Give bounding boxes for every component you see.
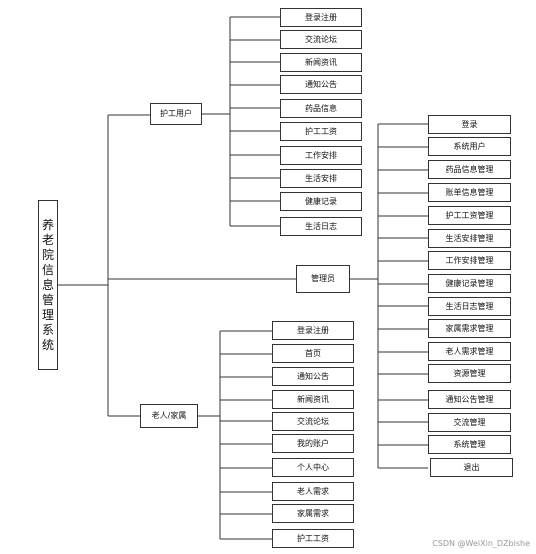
admin-item: 家属需求管理 (428, 319, 511, 338)
admin-item: 药品信息管理 (428, 160, 511, 179)
admin-item: 系统管理 (428, 435, 511, 454)
elder-family-item: 新闻资讯 (272, 390, 354, 409)
elder-family-item: 交流论坛 (272, 412, 354, 431)
elder-family-item: 登录注册 (272, 321, 354, 340)
caregiver-item: 工作安排 (280, 146, 362, 165)
caregiver-item: 生活日志 (280, 217, 362, 236)
caregiver-item: 护工工资 (280, 122, 362, 141)
caregiver-item: 交流论坛 (280, 30, 362, 49)
elder-family-item: 通知公告 (272, 367, 354, 386)
caregiver-item: 健康记录 (280, 192, 362, 211)
caregiver-item: 生活安排 (280, 169, 362, 188)
elder-family-item: 首页 (272, 344, 354, 363)
branch-admin: 管理员 (296, 265, 350, 293)
elder-family-item: 家属需求 (272, 504, 354, 523)
admin-item: 资源管理 (428, 364, 511, 383)
admin-item: 工作安排管理 (428, 251, 511, 270)
branch-caregiver: 护工用户 (150, 103, 202, 125)
admin-item: 护工工资管理 (428, 206, 511, 225)
admin-item: 生活日志管理 (428, 297, 511, 316)
caregiver-item: 新闻资讯 (280, 53, 362, 72)
elder-family-item: 我的账户 (272, 434, 354, 453)
branch-elder-family: 老人/家属 (140, 404, 198, 428)
caregiver-item: 通知公告 (280, 75, 362, 94)
root-node: 养老院信息管理系统 (38, 200, 58, 370)
watermark: CSDN @WeiXin_DZbishe (432, 539, 530, 548)
admin-item: 交流管理 (428, 413, 511, 432)
caregiver-item: 药品信息 (280, 99, 362, 118)
admin-item: 老人需求管理 (428, 342, 511, 361)
admin-item: 生活安排管理 (428, 229, 511, 248)
admin-item: 系统用户 (428, 137, 511, 156)
elder-family-item: 个人中心 (272, 458, 354, 477)
elder-family-item: 护工工资 (272, 529, 354, 548)
admin-item: 账单信息管理 (428, 183, 511, 202)
admin-item: 登录 (428, 115, 511, 134)
caregiver-item: 登录注册 (280, 8, 362, 27)
elder-family-item: 老人需求 (272, 482, 354, 501)
admin-item: 退出 (430, 458, 513, 477)
admin-item: 健康记录管理 (428, 274, 511, 293)
admin-item: 通知公告管理 (428, 390, 511, 409)
